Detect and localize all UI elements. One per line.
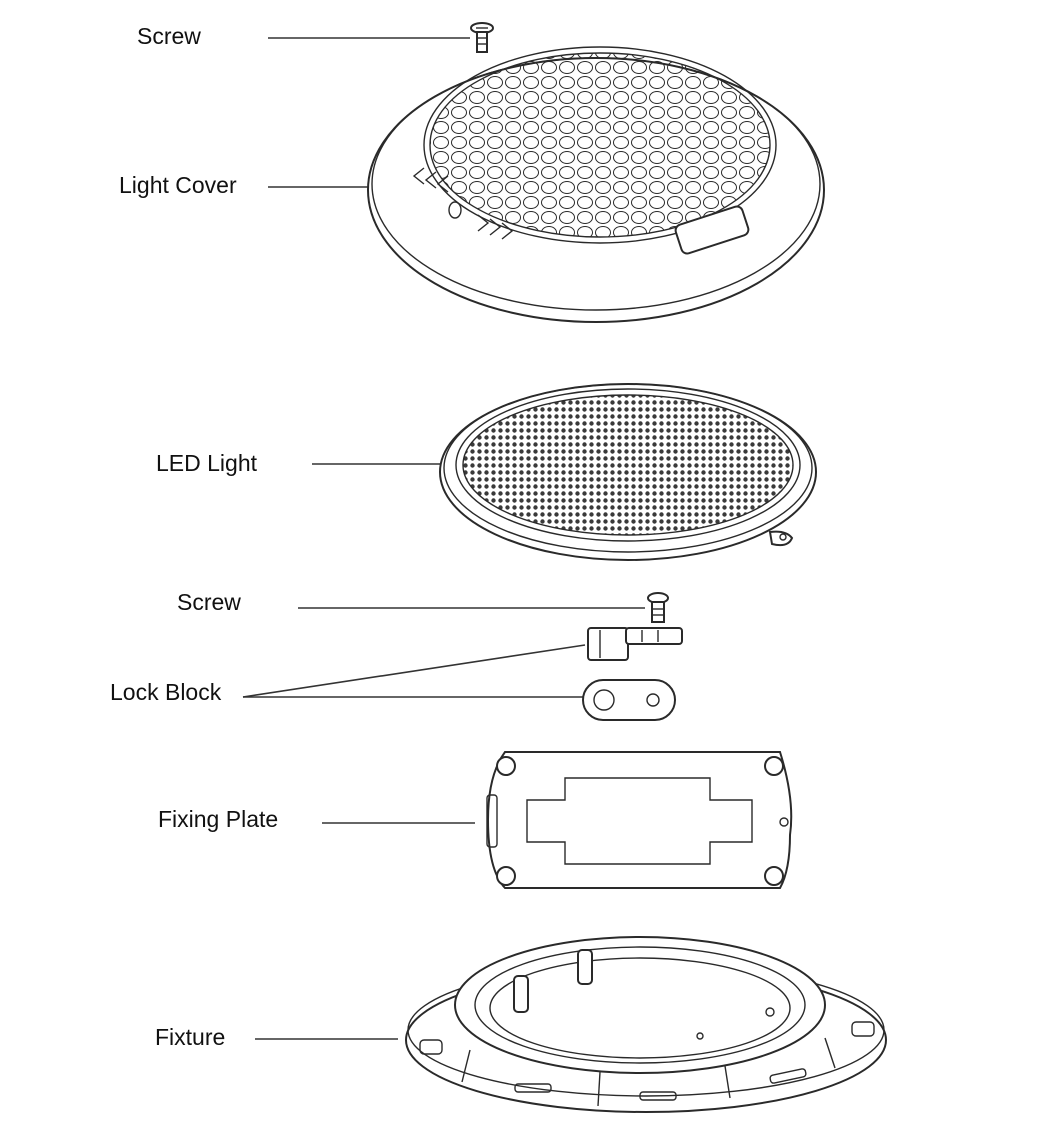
leader-lines <box>242 37 645 1040</box>
label-light-cover: Light Cover <box>119 172 237 198</box>
label-screw-lower: Screw <box>177 589 241 615</box>
led-light-part <box>439 383 817 561</box>
label-screw-top: Screw <box>137 23 201 49</box>
label-lock-block: Lock Block <box>110 679 222 705</box>
fixing-plate-part <box>486 751 793 889</box>
lock-block-washer-part <box>582 679 676 721</box>
label-led-light: LED Light <box>156 450 258 476</box>
light-cover-part <box>367 46 825 323</box>
screw-lower-part <box>647 592 669 623</box>
lock-block-part <box>587 627 683 661</box>
screw-top-part <box>470 22 494 53</box>
arrow-marks <box>412 167 514 240</box>
fixture-part <box>405 936 887 1113</box>
label-fixture: Fixture <box>155 1024 226 1050</box>
label-fixing-plate: Fixing Plate <box>158 806 279 832</box>
lock-block-leader-upper <box>242 644 586 698</box>
